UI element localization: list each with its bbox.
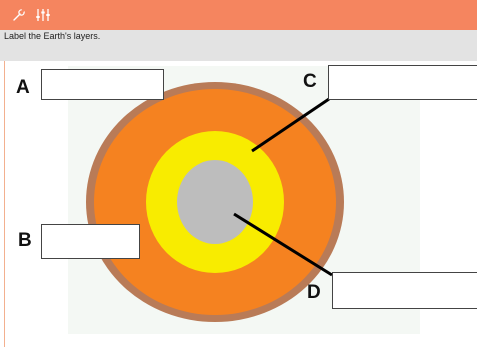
divider [4, 61, 5, 347]
leader-line-d [233, 212, 333, 277]
label-d: D [307, 282, 321, 303]
leader-line-c [251, 97, 330, 153]
inner-core-layer [177, 160, 253, 244]
answer-box-b[interactable] [41, 224, 140, 259]
label-b: B [18, 230, 32, 251]
label-c: C [303, 71, 317, 92]
answer-box-d[interactable] [332, 272, 477, 309]
prompt-bar: Label the Earth's layers. [0, 30, 477, 61]
toolbar [0, 0, 477, 30]
earth-diagram [68, 66, 420, 334]
answer-box-c[interactable] [328, 65, 477, 100]
answer-box-a[interactable] [41, 69, 164, 100]
sliders-icon[interactable] [35, 8, 51, 22]
wrench-icon[interactable] [11, 8, 27, 22]
prompt-text: Label the Earth's layers. [4, 31, 101, 41]
diagram-canvas: A B C D [0, 61, 477, 347]
label-a: A [16, 77, 30, 98]
